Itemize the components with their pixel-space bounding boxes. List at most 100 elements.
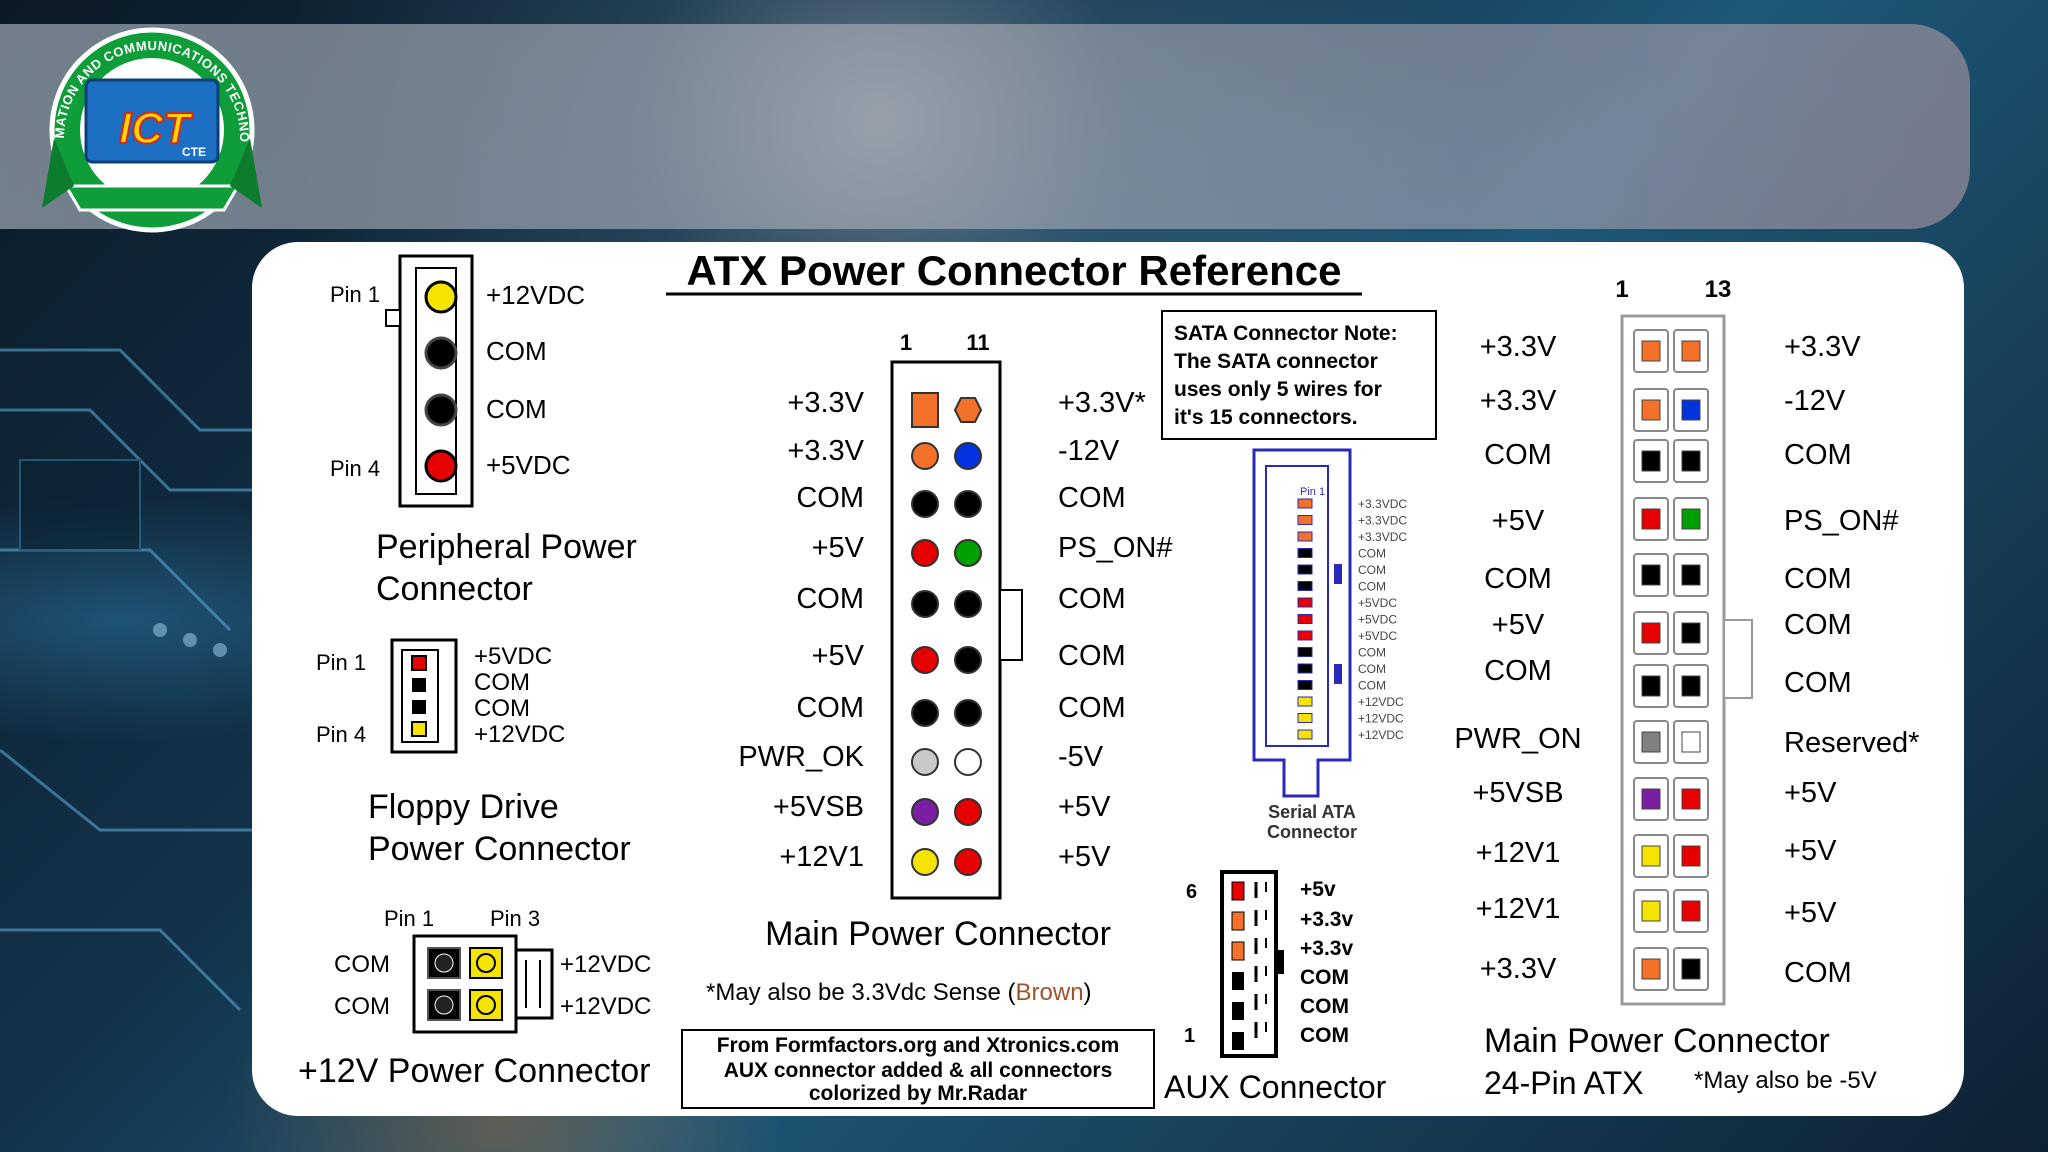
sata-label: +5VDC (1358, 613, 1397, 627)
main24-pin (1641, 788, 1661, 810)
main24-pin (1641, 958, 1661, 980)
main20-right-label: PS_ON# (1058, 532, 1172, 564)
main24-right-label: +5V (1784, 897, 1837, 929)
p12v-title: +12V Power Connector (298, 1052, 650, 1090)
main24-pin (1681, 675, 1701, 697)
credit-line3: colorized by Mr.Radar (809, 1082, 1027, 1105)
main20-left-label: +5V (812, 640, 865, 672)
main20-pin (911, 798, 939, 826)
peripheral-pin1-label: Pin 1 (330, 282, 380, 307)
sata-label: COM (1358, 662, 1386, 676)
main20-left-label: COM (796, 482, 864, 514)
logo-sub-text: CTE (182, 145, 206, 159)
main20-pin (954, 699, 982, 727)
aux-label: +5v (1300, 878, 1336, 901)
main24-right-label: -12V (1784, 385, 1846, 417)
main24-title-line1: Main Power Connector (1484, 1022, 1830, 1060)
main24-right-label: COM (1784, 667, 1852, 699)
sata-title-line1: Serial ATA (1268, 802, 1356, 822)
main20-left-label: COM (796, 583, 864, 615)
main24-right-label: PS_ON# (1784, 505, 1898, 537)
main24-right-label: COM (1784, 563, 1852, 595)
sata-label: COM (1358, 646, 1386, 660)
sata-pin (1297, 680, 1313, 690)
main24-left-label: PWR_ON (1454, 723, 1581, 755)
main20-pin (911, 442, 939, 470)
floppy-connector (390, 638, 458, 754)
sata-label: +5VDC (1358, 596, 1397, 610)
main20-left-label: +3.3V (787, 435, 864, 467)
sata-title-line2: Connector (1267, 822, 1357, 842)
sata-pin (1297, 531, 1313, 542)
main20-pin (954, 748, 982, 776)
main20-pin (954, 646, 982, 674)
main24-pin (1681, 508, 1701, 530)
aux-label: COM (1300, 995, 1349, 1018)
main20-right-label: COM (1058, 583, 1126, 615)
sata-pin (1297, 696, 1313, 707)
p12v-right-label: +12VDC (560, 993, 651, 1020)
main24-right-label: Reserved* (1784, 727, 1919, 759)
main20-footnote-colored: Brown (1016, 979, 1084, 1006)
main24-footnote: *May also be -5V (1694, 1067, 1877, 1094)
sata-label: +12VDC (1358, 695, 1404, 709)
main24-pin (1681, 622, 1701, 644)
main20-pin (911, 748, 939, 776)
aux-label: +3.3v (1300, 908, 1353, 931)
main20-right-label: +3.3V* (1058, 387, 1146, 419)
main24-left-label: +3.3V (1480, 331, 1557, 363)
sata-pin (1297, 597, 1313, 608)
main24-pin (1681, 564, 1701, 586)
main20-pin (954, 590, 982, 618)
main24-pin (1641, 340, 1661, 362)
sata-pin (1297, 630, 1313, 641)
main20-pin (911, 646, 939, 674)
floppy-pin4-label: Pin 4 (316, 722, 366, 747)
main24-left-label: COM (1484, 563, 1552, 595)
sata-pin (1297, 498, 1313, 509)
peripheral-label: COM (486, 336, 547, 366)
sata-label: COM (1358, 563, 1386, 577)
main24-right-label: +5V (1784, 777, 1837, 809)
main20-pin (954, 442, 982, 470)
sata-label: +12VDC (1358, 712, 1404, 726)
main24-pin (1681, 340, 1701, 362)
peripheral-label: COM (486, 394, 547, 424)
header-banner (0, 24, 1970, 229)
floppy-pin1-label: Pin 1 (316, 650, 366, 675)
main24-title-line2: 24-Pin ATX (1484, 1065, 1643, 1101)
aux-title: AUX Connector (1164, 1069, 1387, 1105)
sata-note-line4: it's 15 connectors. (1174, 406, 1358, 429)
sata-note-line1: SATA Connector Note: (1174, 322, 1398, 345)
floppy-label: +5VDC (474, 643, 552, 670)
main24-right-label: +3.3V (1784, 331, 1861, 363)
peripheral-title-line1: Peripheral Power (376, 528, 637, 566)
main20-pin (953, 397, 983, 423)
sata-pin (1297, 729, 1313, 740)
diagram-title: ATX Power Connector Reference (686, 247, 1341, 294)
main20-pin (911, 392, 939, 428)
main20-footnote: *May also be 3.3Vdc Sense (Brown) (706, 979, 1092, 1006)
peripheral-connector (385, 254, 474, 508)
floppy-title-line2: Power Connector (368, 830, 631, 868)
main24-pin-end: 13 (1705, 276, 1732, 303)
p12v-left-label: COM (334, 951, 390, 978)
main20-left-label: PWR_OK (738, 741, 864, 773)
main24-left-label: +12V1 (1476, 893, 1561, 925)
main20-right-label: +5V (1058, 791, 1111, 823)
main20-left-label: COM (796, 692, 864, 724)
floppy-label: COM (474, 669, 530, 696)
sata-label: +3.3VDC (1358, 530, 1407, 544)
p12v-connector (412, 934, 554, 1034)
main20-footnote-suffix: ) (1084, 979, 1092, 1006)
main24-right-label: COM (1784, 439, 1852, 471)
main24-pin (1641, 622, 1661, 644)
main24-pin (1681, 731, 1701, 753)
main24-left-label: COM (1484, 655, 1552, 687)
main20-left-label: +5V (812, 532, 865, 564)
aux-connector (1220, 870, 1284, 1058)
main24-left-label: +3.3V (1480, 953, 1557, 985)
main24-pin (1641, 900, 1661, 922)
sata-label: COM (1358, 679, 1386, 693)
